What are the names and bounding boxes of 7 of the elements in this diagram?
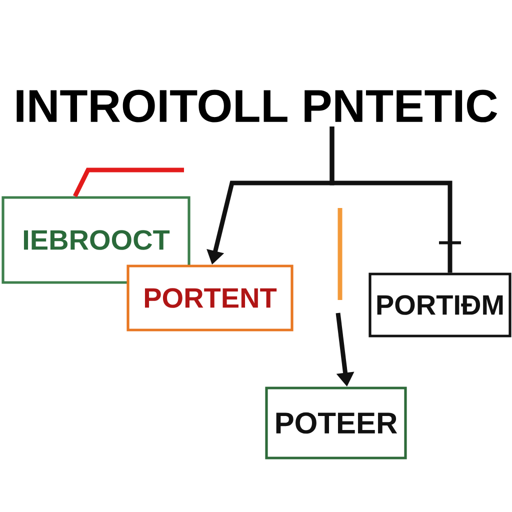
connector-line <box>330 126 461 273</box>
connector-line <box>72 168 184 198</box>
process-box: IEBROOCT <box>2 196 190 284</box>
title-text: INTROITOLL PNTETIC <box>16 90 498 122</box>
process-box: PORTENT <box>126 264 294 332</box>
process-box: POTEER <box>265 386 407 460</box>
process-box: PORTIÐM <box>368 272 512 338</box>
